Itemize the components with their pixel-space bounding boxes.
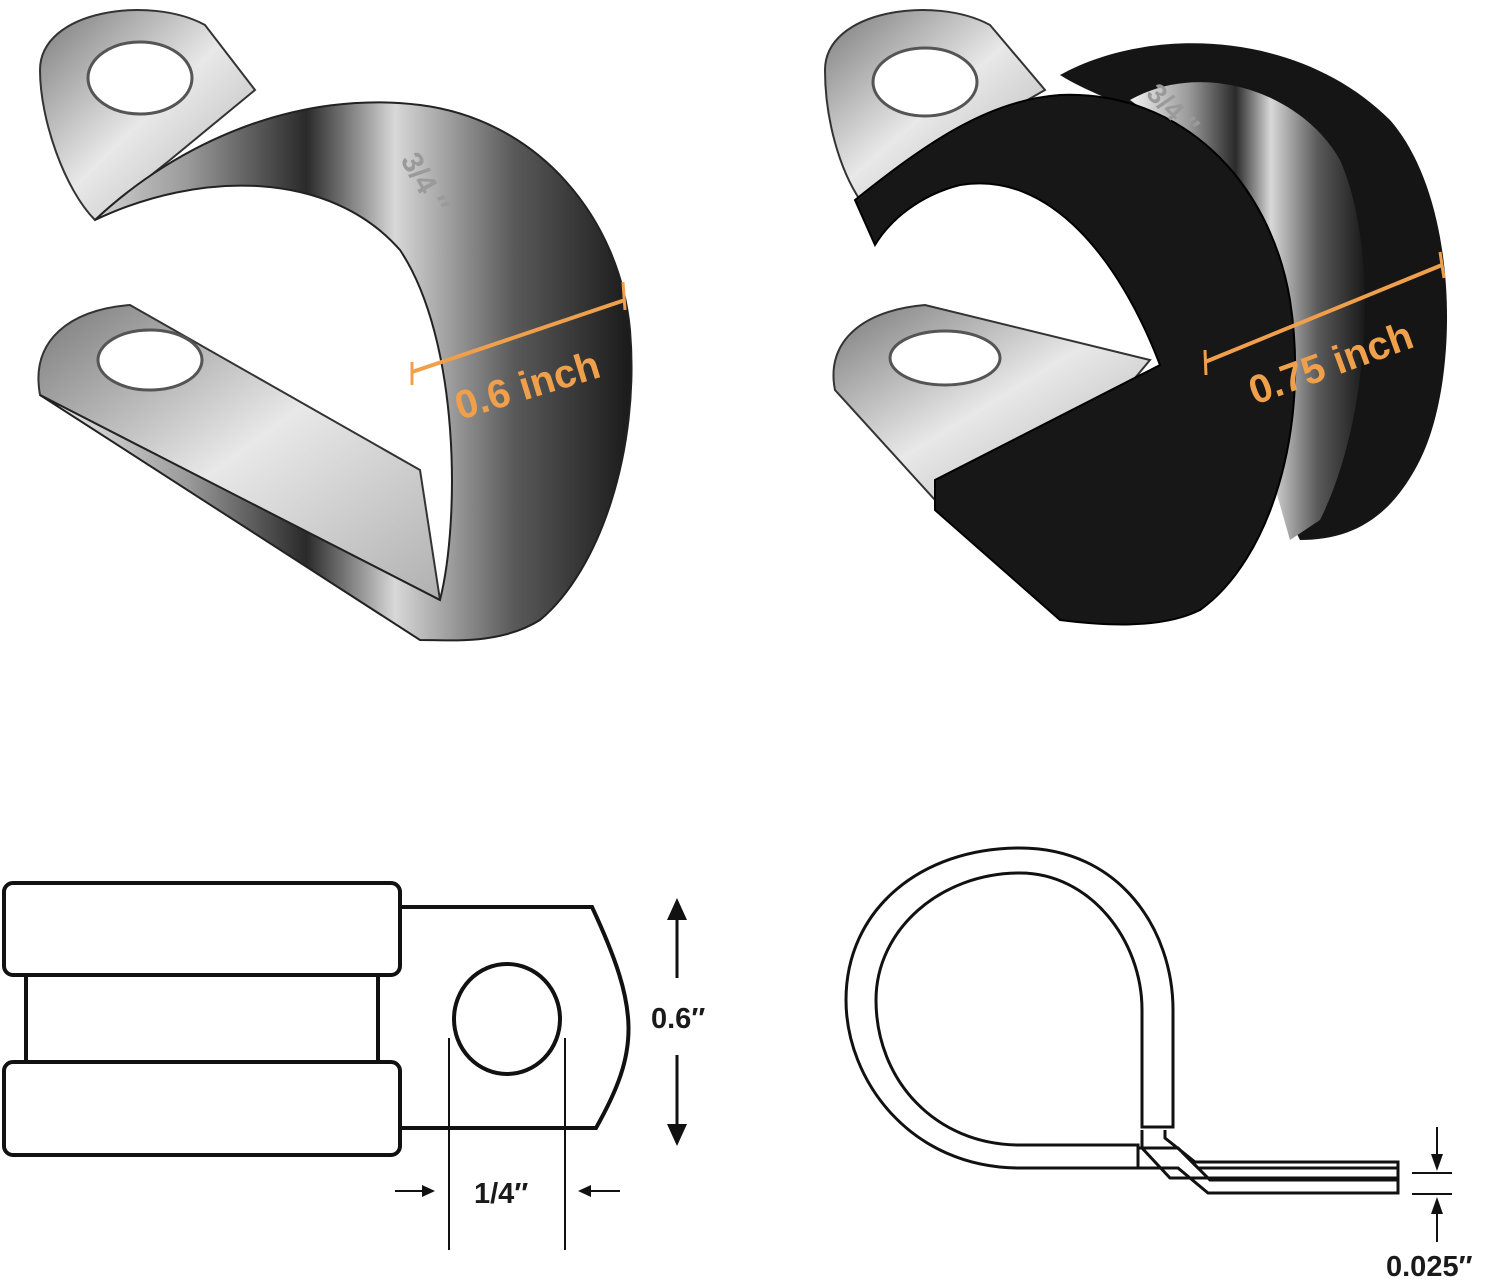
- clamp-loop: [844, 846, 1175, 1170]
- mounting-hole: [96, 328, 204, 392]
- width-dimension-line: [1204, 263, 1443, 364]
- profile-view-diagram: [844, 846, 1452, 1242]
- bottom-tab: [37, 303, 442, 602]
- mounting-hole: [86, 40, 194, 116]
- tab-strip-lower: [1138, 1150, 1400, 1195]
- dimension-tick: [1438, 251, 1446, 279]
- mounting-hole: [871, 46, 979, 118]
- width-dimension-line: [411, 298, 626, 374]
- tab-strip-upper: [1138, 1146, 1400, 1170]
- clamp-band: [39, 101, 633, 642]
- height-label: 0.6″: [651, 1003, 705, 1035]
- arrowhead-icon: [422, 1185, 435, 1197]
- plain-clamp: 3/4 ″ 0.6 inch: [37, 9, 633, 642]
- arrowhead-icon: [578, 1185, 591, 1197]
- tab-strip: [1140, 1130, 1400, 1180]
- arrowhead-icon: [1431, 1197, 1443, 1214]
- arrowhead-icon: [667, 1124, 687, 1146]
- side-view-diagram: [2, 881, 687, 1250]
- dimension-tick: [621, 281, 627, 311]
- metal-band: [1130, 82, 1365, 540]
- thickness-label: 0.025″: [1386, 1251, 1473, 1282]
- rubber-cushion-front: [853, 93, 1297, 626]
- arrowhead-icon: [667, 898, 687, 920]
- mounting-hole: [888, 329, 1002, 387]
- tab-outline: [400, 905, 631, 1130]
- bottom-cushion: [2, 1060, 402, 1157]
- cushioned-clamp: 3/4 ″ 0.75 inch: [823, 9, 1448, 626]
- hole-diameter-label: 1/4″: [474, 1178, 528, 1210]
- arrowhead-icon: [1431, 1154, 1443, 1171]
- band: [24, 973, 380, 1064]
- dimension-tick: [1203, 349, 1208, 376]
- hole: [452, 962, 562, 1076]
- top-cushion: [2, 881, 402, 977]
